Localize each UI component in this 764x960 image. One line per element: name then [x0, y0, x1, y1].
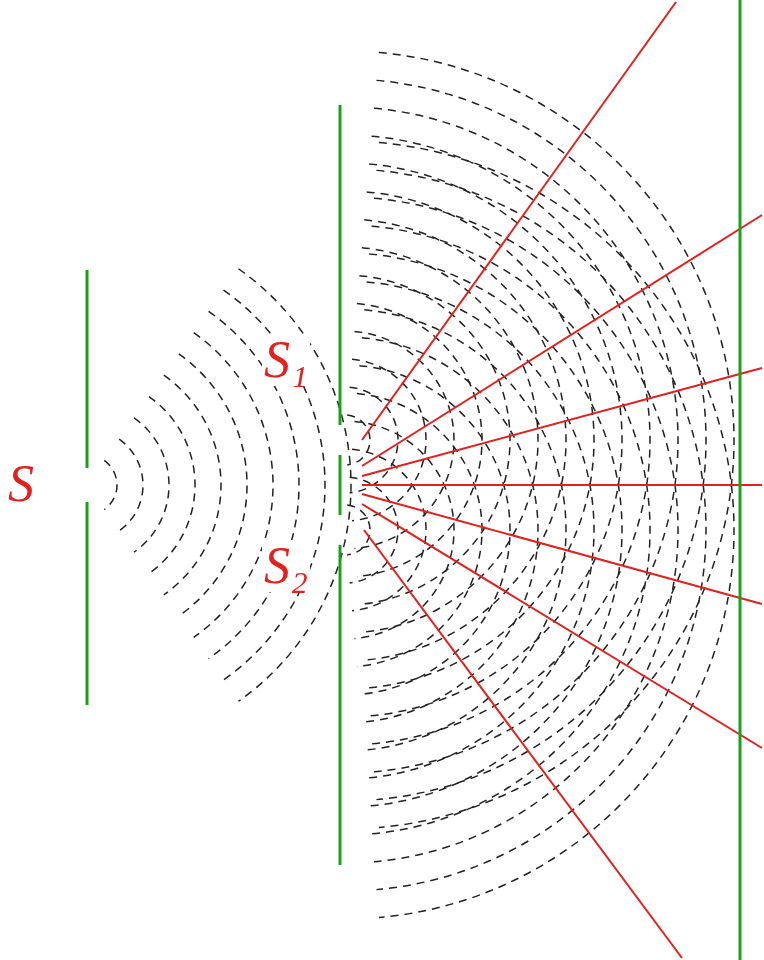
single-slit-screen — [86, 270, 89, 468]
wavefront — [372, 226, 650, 834]
wavefront — [119, 439, 143, 531]
double-slit-screen — [339, 105, 342, 425]
wavefront — [359, 366, 510, 695]
slit-label: S₂ — [262, 540, 310, 592]
wavefront — [367, 282, 594, 778]
wavefront — [352, 449, 426, 610]
double-slit-screen — [339, 545, 342, 865]
wavefront — [224, 290, 325, 680]
rays — [362, 2, 762, 958]
wavefront — [350, 387, 398, 493]
wavefront — [374, 198, 678, 861]
ray — [362, 215, 762, 466]
wavefront — [376, 80, 706, 799]
slit-label: S — [6, 458, 36, 510]
wavefront — [357, 304, 482, 577]
wavefront — [238, 269, 351, 702]
wavefront — [376, 170, 706, 889]
wavefront — [164, 375, 221, 595]
ray — [362, 484, 762, 486]
single-slit-screen — [86, 502, 89, 705]
ray — [362, 494, 762, 604]
wavefront — [362, 338, 538, 723]
wavefront — [357, 394, 482, 667]
wavefront — [374, 108, 678, 771]
ray — [362, 368, 762, 476]
wavefront — [379, 142, 734, 917]
slit-label: S₁ — [262, 334, 310, 386]
wavefront — [372, 136, 650, 744]
ray — [362, 2, 676, 440]
wavefront — [347, 505, 370, 555]
detection-screen — [739, 0, 742, 960]
wavefront — [179, 354, 247, 616]
ray — [362, 504, 762, 748]
wavefront — [134, 418, 169, 552]
ray — [364, 530, 682, 958]
wavefront — [104, 460, 117, 509]
wavefront — [149, 397, 195, 574]
double-slit-screen — [339, 455, 342, 515]
wavefront — [364, 310, 566, 750]
wavefront — [367, 192, 594, 688]
wavefront — [362, 248, 538, 633]
